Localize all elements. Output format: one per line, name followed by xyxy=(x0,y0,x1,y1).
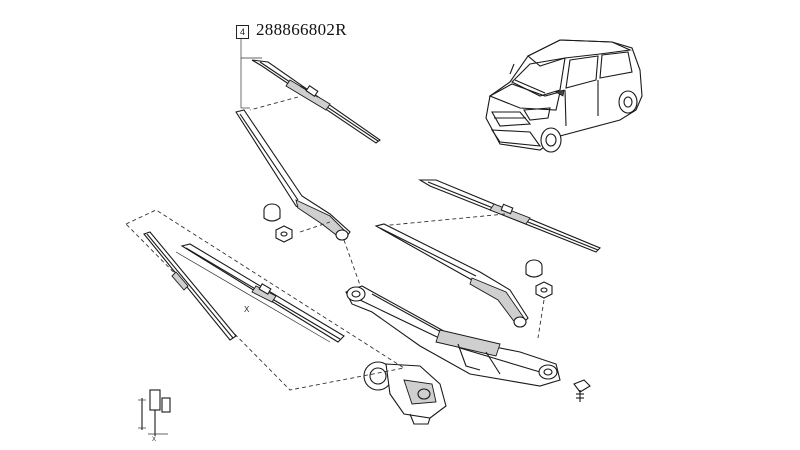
dimension-x-mark: X xyxy=(244,305,250,314)
wiper-motor-icon xyxy=(363,361,447,425)
callout-leader xyxy=(240,38,262,109)
cap-icon xyxy=(263,203,281,222)
wiper-blade-icon xyxy=(180,243,345,343)
nut-icon xyxy=(275,225,293,243)
bolt-icon xyxy=(573,379,591,402)
wiper-blade-icon xyxy=(251,59,381,144)
wiper-arm-icon xyxy=(235,109,351,241)
callout-index-box[interactable]: 4 xyxy=(236,25,249,39)
car-illustration-icon xyxy=(485,39,643,153)
part-number-label[interactable]: 288866802R xyxy=(256,20,347,39)
wiper-blade-icon xyxy=(143,231,237,341)
cap-icon xyxy=(525,259,543,278)
linkage-icon xyxy=(345,285,561,387)
wiper-arm-icon xyxy=(374,223,529,328)
nut-icon xyxy=(535,281,553,299)
wiper-blade-icon xyxy=(418,179,601,253)
dimension-gauge-icon: X xyxy=(138,389,171,443)
gauge-x-mark: X xyxy=(152,437,156,443)
